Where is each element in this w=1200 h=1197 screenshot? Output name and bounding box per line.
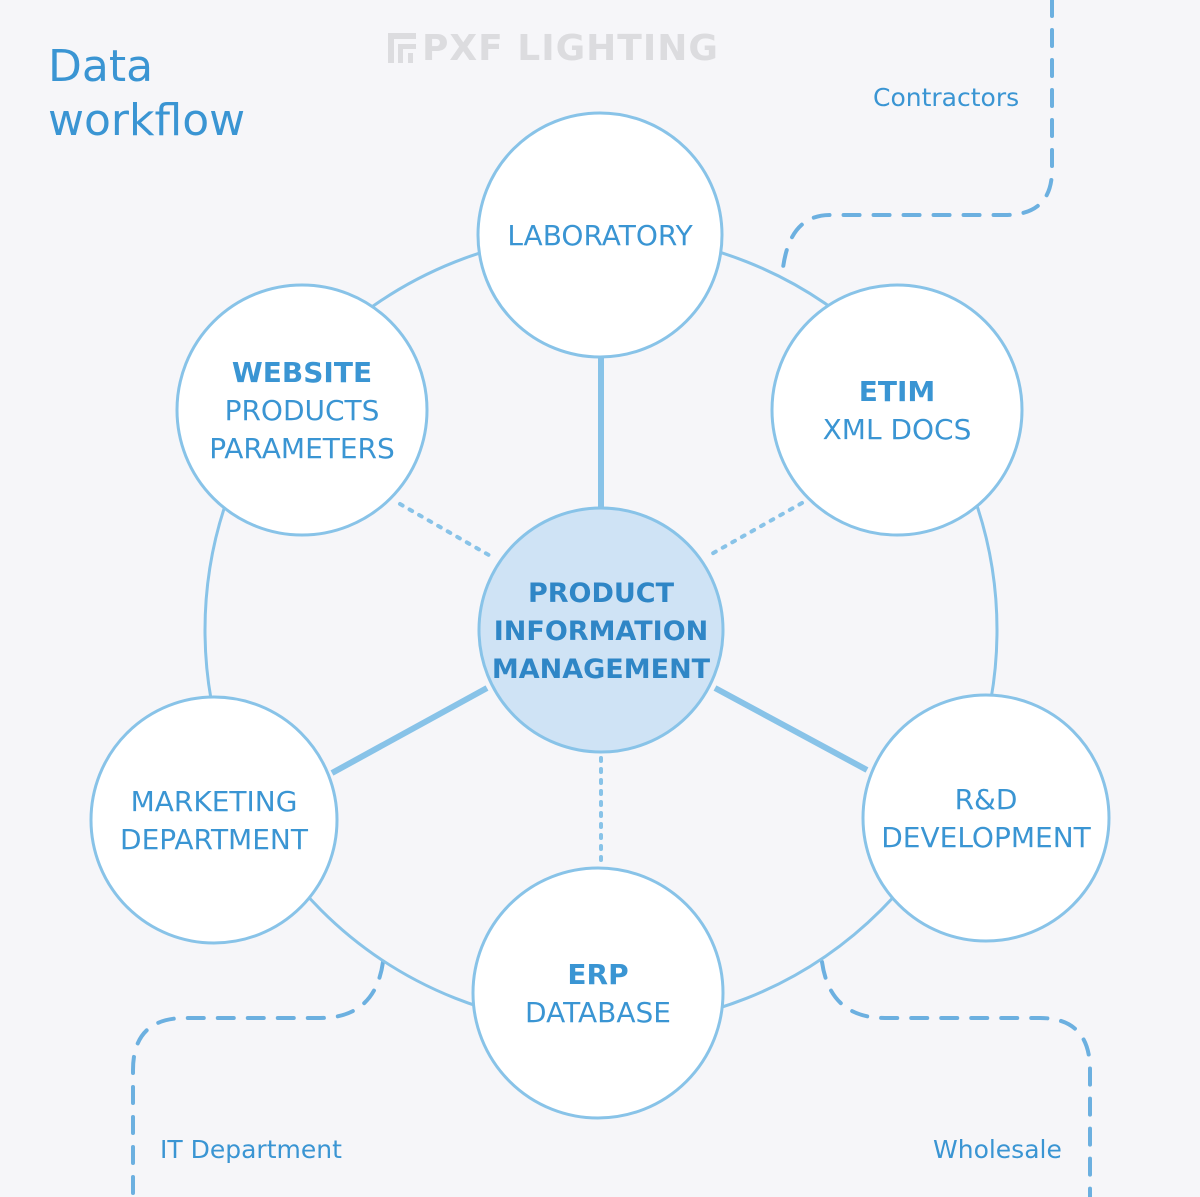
it-department-connector: [131, 960, 385, 1197]
spoke-marketing: [330, 685, 489, 776]
label-it-department: IT Department: [160, 1135, 342, 1164]
label-wholesale: Wholesale: [933, 1135, 1062, 1164]
node-center-pim: PRODUCT INFORMATION MANAGEMENT: [477, 506, 725, 754]
title-line-2: workflow: [48, 95, 246, 146]
logo-mark-icon: [388, 33, 416, 63]
website-label-line: PRODUCTS: [225, 394, 380, 427]
dotted-link-etim: [706, 501, 804, 558]
laboratory-label-line: LABORATORY: [507, 219, 693, 252]
marketing-label-line: MARKETING: [131, 785, 298, 818]
spoke-rnd: [713, 685, 869, 773]
svg-text:LABORATORY: LABORATORY: [507, 219, 693, 252]
node-marketing: MARKETING DEPARTMENT: [89, 695, 339, 945]
website-label-line: PARAMETERS: [209, 432, 395, 465]
marketing-label-line: DEPARTMENT: [120, 823, 309, 856]
dotted-link-website: [398, 502, 496, 560]
node-etim: ETIM XML DOCS: [770, 283, 1024, 537]
website-bold-label: WEBSITE: [232, 356, 372, 389]
title-line-1: Data: [48, 41, 154, 92]
node-website: WEBSITE PRODUCTS PARAMETERS: [175, 283, 429, 537]
erp-label-line: DATABASE: [525, 996, 671, 1029]
rnd-label-line: DEVELOPMENT: [881, 821, 1091, 854]
etim-bold-label: ETIM: [859, 375, 936, 408]
etim-label-line: XML DOCS: [823, 413, 972, 446]
label-contractors: Contractors: [873, 83, 1020, 112]
rnd-label-line: R&D: [955, 783, 1018, 816]
contractors-connector: [781, 0, 1054, 270]
page-title: Data workflow: [48, 40, 245, 148]
wholesale-connector: [820, 960, 1092, 1197]
center-label-line: MANAGEMENT: [492, 654, 711, 685]
logo-text: PXF LIGHTING: [422, 27, 719, 69]
node-rnd: R&D DEVELOPMENT: [861, 693, 1111, 943]
erp-bold-label: ERP: [567, 958, 628, 991]
center-label-line: INFORMATION: [494, 616, 709, 647]
pxf-lighting-logo: PXF LIGHTING: [388, 26, 719, 70]
node-laboratory: LABORATORY: [476, 111, 724, 359]
node-erp: ERP DATABASE: [471, 866, 725, 1120]
center-label-line: PRODUCT: [528, 578, 675, 609]
